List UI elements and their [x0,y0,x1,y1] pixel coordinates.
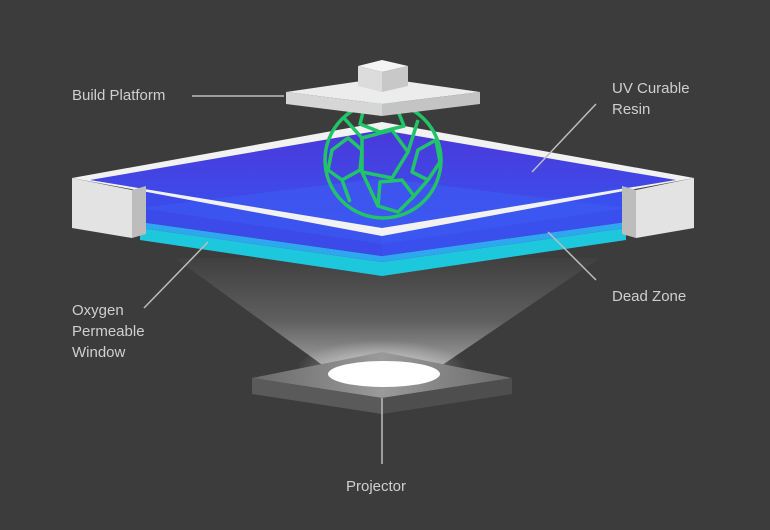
oxygen-window-leader [143,241,209,309]
ball-panel-right [410,138,442,182]
build-platform [286,60,480,116]
ball-edge [406,119,420,153]
projector-label: Projector [346,478,407,495]
dead-zone-label: Dead Zone [612,288,687,305]
projector-lens [328,361,440,387]
build-platform-mount [358,60,408,72]
uv-resin-leader [531,103,597,173]
uv-resin-label: UV Curable Resin [612,80,690,118]
ball-edge [340,179,352,203]
ball-panel-lower [376,178,416,214]
resin-vat [72,122,694,276]
vat-side-block-left [72,178,146,238]
ball-edge [412,178,430,198]
ball-edge [342,116,364,140]
vat-side-block-right [622,178,694,238]
build-platform-label: Build Platform [72,87,166,104]
ball-panel-left [326,136,364,182]
resin-lower-band [140,178,626,244]
light-beam [175,258,600,372]
dead-zone-leader [547,231,597,281]
ball-edge [360,171,380,207]
oxygen-window-label: Oxygen Permeable Window [72,302,145,361]
vat-frame-rim [72,122,694,236]
dead-zone-layer [140,228,626,276]
projector [252,352,512,414]
